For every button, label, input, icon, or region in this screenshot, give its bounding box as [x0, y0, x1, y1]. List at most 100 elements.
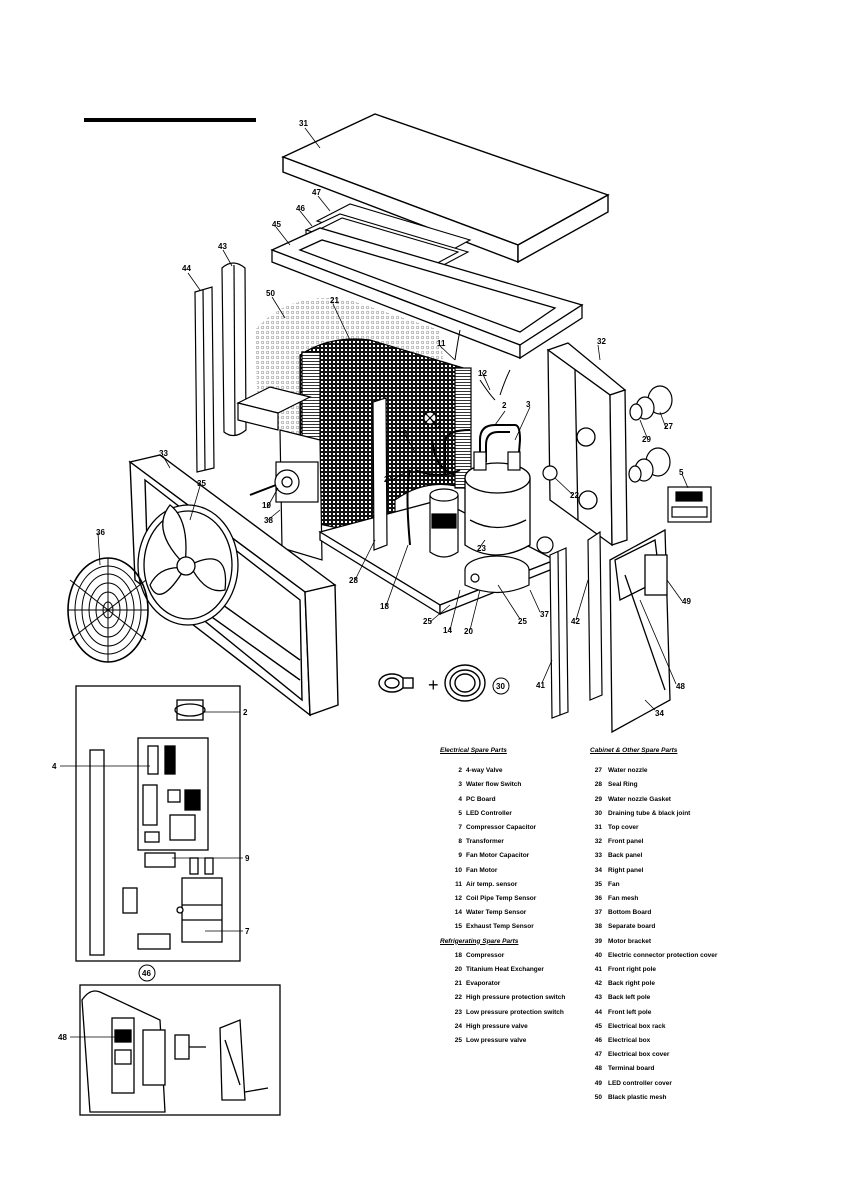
- callout-27: 27: [664, 422, 673, 431]
- callout-23: 23: [477, 544, 486, 553]
- front-left-pole: [194, 286, 215, 473]
- callout-7: 7: [245, 927, 250, 936]
- fan-mesh: [67, 557, 149, 663]
- callout-5: 5: [679, 468, 684, 477]
- callout-46b: 46: [142, 969, 151, 978]
- draining-tube: [378, 664, 486, 702]
- callout-20: 20: [464, 627, 473, 636]
- callout-28: 28: [349, 576, 358, 585]
- leader-lines: [60, 127, 689, 1038]
- separate-board: [275, 429, 323, 561]
- callout-12a: 12: [478, 369, 487, 378]
- compressor: [464, 462, 531, 556]
- right-panel: [609, 528, 671, 734]
- callout-25a: 25: [423, 617, 432, 626]
- callout-37: 37: [540, 610, 549, 619]
- back-right-pole: [587, 530, 603, 701]
- front-right-pole: [549, 547, 569, 719]
- callout-14: 14: [443, 626, 452, 635]
- callout-36: 36: [96, 528, 105, 537]
- callout-circle-46: [138, 964, 156, 982]
- callout-35: 35: [197, 479, 206, 488]
- callout-49: 49: [682, 597, 691, 606]
- callout-29: 29: [642, 435, 651, 444]
- callout-30: 30: [496, 682, 505, 691]
- callout-42: 42: [571, 617, 580, 626]
- callout-46: 46: [296, 204, 305, 213]
- separate-board-strip: [372, 397, 388, 551]
- back-left-pole: [221, 262, 247, 437]
- callout-44: 44: [182, 264, 191, 273]
- electrical-heading: Electrical Spare Parts: [440, 747, 507, 754]
- callout-9: 9: [245, 854, 250, 863]
- callout-3: 3: [526, 400, 531, 409]
- refrigerating-heading: Refrigerating Spare Parts: [440, 937, 519, 945]
- callout-38: 38: [264, 516, 273, 525]
- callout-15: 15: [398, 429, 407, 438]
- back-panel: [546, 342, 628, 547]
- callout-18: 18: [380, 602, 389, 611]
- callout-48: 48: [676, 682, 685, 691]
- callout-4: 4: [52, 762, 57, 771]
- callout-32: 32: [597, 337, 606, 346]
- water-nozzle-bottom: [628, 447, 671, 483]
- plus-sign: +: [428, 675, 439, 695]
- callout-11: 11: [437, 339, 446, 348]
- sensor-wires: [454, 329, 511, 401]
- callout-25b: 25: [518, 617, 527, 626]
- callout-34: 34: [655, 709, 664, 718]
- water-nozzle-top: [629, 385, 673, 421]
- electrical-box-inset: [75, 685, 241, 962]
- callout-12b: 12: [433, 421, 442, 430]
- callout-2b: 2: [243, 708, 248, 717]
- callout-10: 10: [262, 501, 271, 510]
- callout-24: 24: [384, 475, 393, 484]
- callout-48b: 48: [58, 1033, 67, 1042]
- refrigerant-pipes: [406, 424, 522, 546]
- callout-45: 45: [272, 220, 281, 229]
- heat-exchanger: [464, 555, 530, 594]
- callout-21: 21: [330, 296, 339, 305]
- terminal-board-inset: [79, 984, 281, 1116]
- callout-50: 50: [266, 289, 275, 298]
- callout-43: 43: [218, 242, 227, 251]
- electrical-box-rack: [270, 227, 584, 360]
